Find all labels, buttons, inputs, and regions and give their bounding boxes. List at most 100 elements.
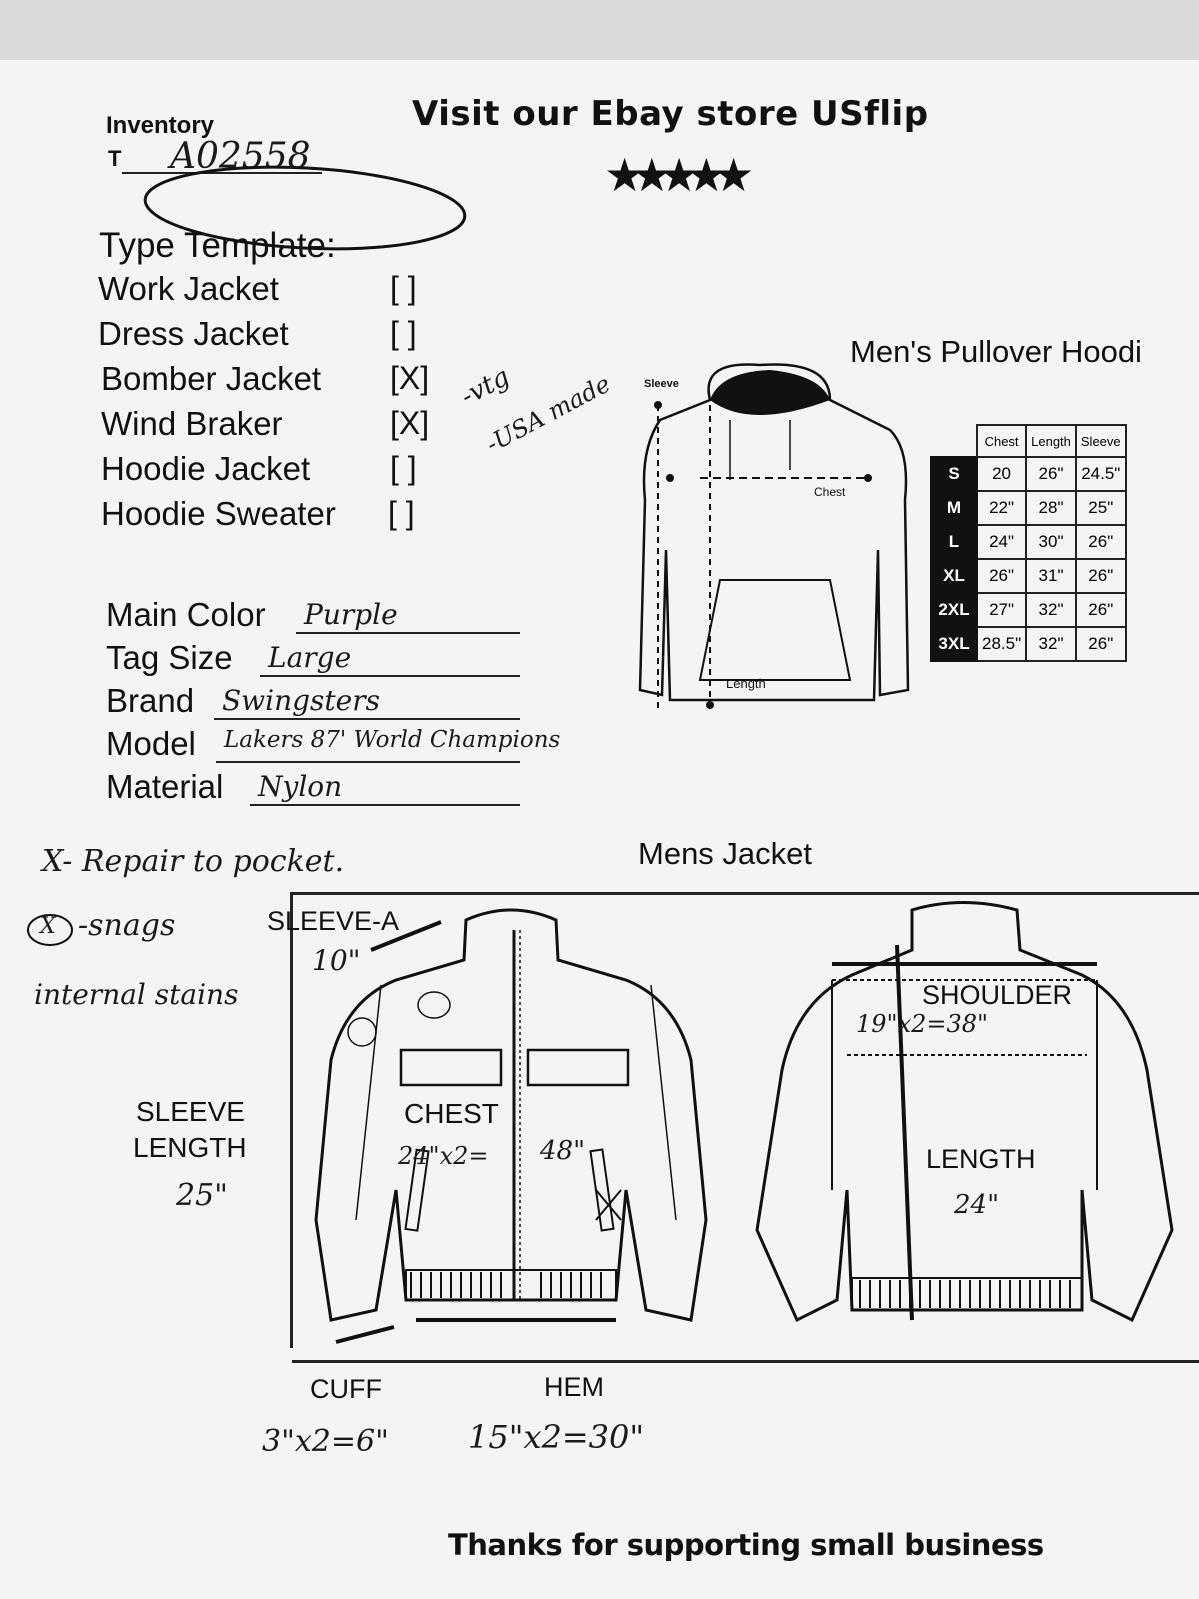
field-label: Brand (106, 682, 195, 719)
size-cell-length: 26" (1025, 456, 1077, 492)
rating-stars-icon: ★★★★★ (604, 149, 754, 201)
size-cell-sleeve: 26" (1074, 558, 1127, 594)
field-underline (260, 675, 520, 677)
type-checkbox[interactable]: [X] (390, 360, 430, 396)
size-cell-size: XL (930, 558, 978, 594)
template-sheet (0, 60, 1199, 1599)
size-cell-size: L (930, 524, 978, 560)
snags-circle (27, 914, 73, 946)
type-label: Dress Jacket (98, 315, 289, 352)
size-cell-size: S (930, 456, 978, 492)
type-checkbox[interactable]: [ ] (388, 495, 415, 531)
size-cell-size: 3XL (930, 626, 978, 662)
jacket-title: Mens Jacket (638, 836, 813, 871)
inventory-underline (122, 172, 322, 174)
field-value[interactable]: Large (268, 641, 352, 674)
jacket-front-diagram (314, 908, 708, 1344)
length-value: 24" (954, 1190, 1000, 1220)
inventory-label: Inventory (106, 112, 215, 139)
shoulder-value: 19"x2=38" (856, 1010, 989, 1038)
type-label: Hoodie Jacket (101, 450, 311, 487)
size-cell-length: 28" (1025, 490, 1077, 526)
size-table-column-header: Sleeve (1074, 424, 1127, 458)
sleeve-a-value: 10" (312, 944, 361, 977)
type-label: Work Jacket (98, 270, 279, 307)
size-cell-size: 2XL (930, 592, 978, 628)
type-checkbox[interactable]: [ ] (390, 315, 417, 351)
chest-value-a: 24"x2= (398, 1142, 489, 1170)
note-repair: X- Repair to pocket. (42, 844, 345, 879)
cuff-value: 3"x2=6" (262, 1424, 389, 1459)
snags-mark: X (40, 914, 56, 939)
field-value[interactable]: Purple (304, 598, 398, 631)
field-label: Model (106, 725, 196, 762)
size-cell-chest: 27" (975, 592, 1028, 628)
jacket-frame-bottom (292, 1360, 1199, 1363)
field-label: Material (106, 768, 224, 805)
note-snags: -snags (78, 908, 176, 943)
hoodie-diagram (638, 363, 910, 710)
size-cell-chest: 24" (975, 524, 1028, 560)
jacket-frame-top (292, 892, 1199, 895)
field-underline (214, 718, 520, 720)
hem-value: 15"x2=30" (468, 1418, 645, 1456)
chest-value-b: 48" (540, 1136, 586, 1166)
size-cell-sleeve: 26" (1074, 592, 1127, 628)
type-checkbox[interactable]: [X] (390, 405, 430, 441)
size-cell-chest: 28.5" (975, 626, 1028, 662)
type-label: Hoodie Sweater (101, 495, 336, 532)
type-checkbox[interactable]: [ ] (390, 450, 417, 486)
size-cell-sleeve: 26" (1074, 524, 1127, 560)
size-table-corner (931, 425, 977, 457)
t-label: T (108, 146, 122, 171)
inventory-circle (143, 165, 467, 251)
hem-label: HEM (544, 1372, 604, 1402)
size-cell-chest: 26" (975, 558, 1028, 594)
size-cell-chest: 22" (975, 490, 1028, 526)
hoodie-label-length: Length (726, 676, 766, 691)
field-label: Main Color (106, 596, 266, 633)
sleeve-length-label-1: SLEEVE (136, 1096, 245, 1127)
note-stains: internal stains (34, 978, 239, 1011)
field-value[interactable]: Lakers 87' World Champions (224, 727, 561, 753)
type-template-heading: Type Template: (99, 226, 336, 265)
size-table-column-header: Length (1025, 424, 1077, 458)
type-checkbox[interactable]: [ ] (390, 270, 417, 306)
size-cell-sleeve: 25" (1074, 490, 1127, 526)
hoodie-label-sleeve: Sleeve (644, 378, 679, 390)
size-cell-sleeve: 24.5" (1074, 456, 1127, 492)
inventory-number: A02558 (170, 136, 311, 177)
field-underline (296, 632, 520, 634)
hoodie-title: Men's Pullover Hoodi (850, 334, 1142, 369)
size-cell-chest: 20 (975, 456, 1028, 492)
size-cell-sleeve: 26" (1074, 626, 1127, 662)
size-cell-size: M (930, 490, 978, 526)
jacket-back-diagram (755, 901, 1174, 1323)
store-title: Visit our Ebay store USflip (412, 94, 929, 134)
jacket-frame-left (290, 892, 293, 1348)
length-label: LENGTH (926, 1144, 1036, 1174)
size-cell-length: 30" (1025, 524, 1077, 560)
field-value[interactable]: Nylon (258, 770, 343, 803)
type-label: Wind Braker (101, 405, 283, 442)
size-cell-length: 31" (1025, 558, 1077, 594)
field-label: Tag Size (106, 639, 233, 676)
sleeve-length-value: 25" (176, 1178, 228, 1213)
type-label: Bomber Jacket (101, 360, 322, 397)
field-underline (216, 761, 520, 763)
size-cell-length: 32" (1025, 592, 1077, 628)
shoulder-label: SHOULDER (922, 980, 1073, 1010)
field-underline (250, 804, 520, 806)
chest-label: CHEST (404, 1098, 499, 1129)
sleeve-a-label: SLEEVE-A (267, 906, 400, 936)
hoodie-label-chest: Chest (814, 485, 846, 499)
field-value[interactable]: Swingsters (222, 684, 381, 717)
